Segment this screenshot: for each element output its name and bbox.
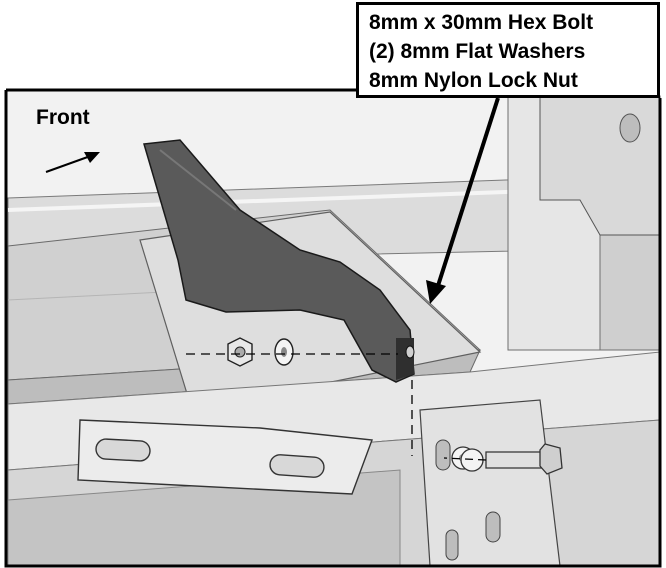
bracket-hole xyxy=(405,345,415,359)
hex-bolt-shank xyxy=(485,451,546,469)
front-arrow-head xyxy=(84,152,100,163)
callout-line-washers: (2) 8mm Flat Washers xyxy=(369,40,586,63)
hardware-callout: 8mm x 30mm Hex Bolt (2) 8mm Flat Washers… xyxy=(356,2,660,98)
slot-right xyxy=(269,454,325,478)
front-label: Front xyxy=(36,106,90,129)
callout-line-nut: 8mm Nylon Lock Nut xyxy=(369,69,578,92)
frame-border xyxy=(4,88,662,568)
leader-arrow xyxy=(434,97,500,293)
dark-bracket xyxy=(143,139,415,383)
slot-left xyxy=(95,438,151,462)
hex-bolt-head xyxy=(539,443,563,475)
callout-line-bolt: 8mm x 30mm Hex Bolt xyxy=(369,11,594,34)
leader-arrow-head xyxy=(426,280,446,304)
